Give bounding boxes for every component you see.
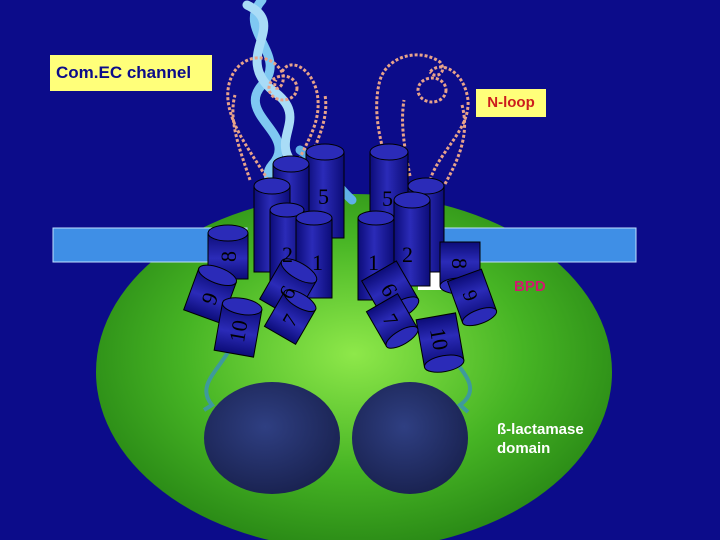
helix-label-left-5: 5 (318, 184, 329, 209)
tail-left (202, 344, 234, 412)
lactamase-domain-left (204, 382, 340, 494)
bpd-label: BPD (514, 278, 546, 295)
helix-label-left-1: 1 (312, 250, 323, 275)
helix-label-left-10: 10 (224, 318, 252, 344)
helix-right-10 (415, 312, 465, 373)
n-loop-label: N-loop (476, 89, 546, 117)
diagram-title: Com.EC channel (50, 55, 212, 91)
lactamase-domain-right (352, 382, 468, 494)
helix-right-9 (446, 268, 498, 327)
helix-bundle-left (253, 143, 345, 299)
n-loop-right (375, 53, 470, 185)
helix-label-left-8: 8 (216, 251, 241, 262)
lactamase-domain-label: ß-lactamase domain (497, 420, 584, 458)
helix-right-7 (365, 292, 419, 349)
helix-label-right-8: 8 (447, 258, 472, 269)
helix-label-right-10: 10 (425, 326, 453, 352)
helix-label-right-5: 5 (382, 186, 393, 211)
n-loop-bulb-left (267, 74, 299, 102)
lactamase-label-line2: domain (497, 440, 551, 457)
helix-label-left-2: 2 (282, 242, 293, 267)
helix-left-7 (263, 289, 317, 346)
helix-label-right-1: 1 (368, 250, 379, 275)
n-loop-bulb-right (416, 76, 448, 104)
lactamase-label-line1: ß-lactamase (497, 421, 584, 438)
helix-label-right-2: 2 (402, 242, 413, 267)
helix-left-10 (213, 297, 263, 358)
